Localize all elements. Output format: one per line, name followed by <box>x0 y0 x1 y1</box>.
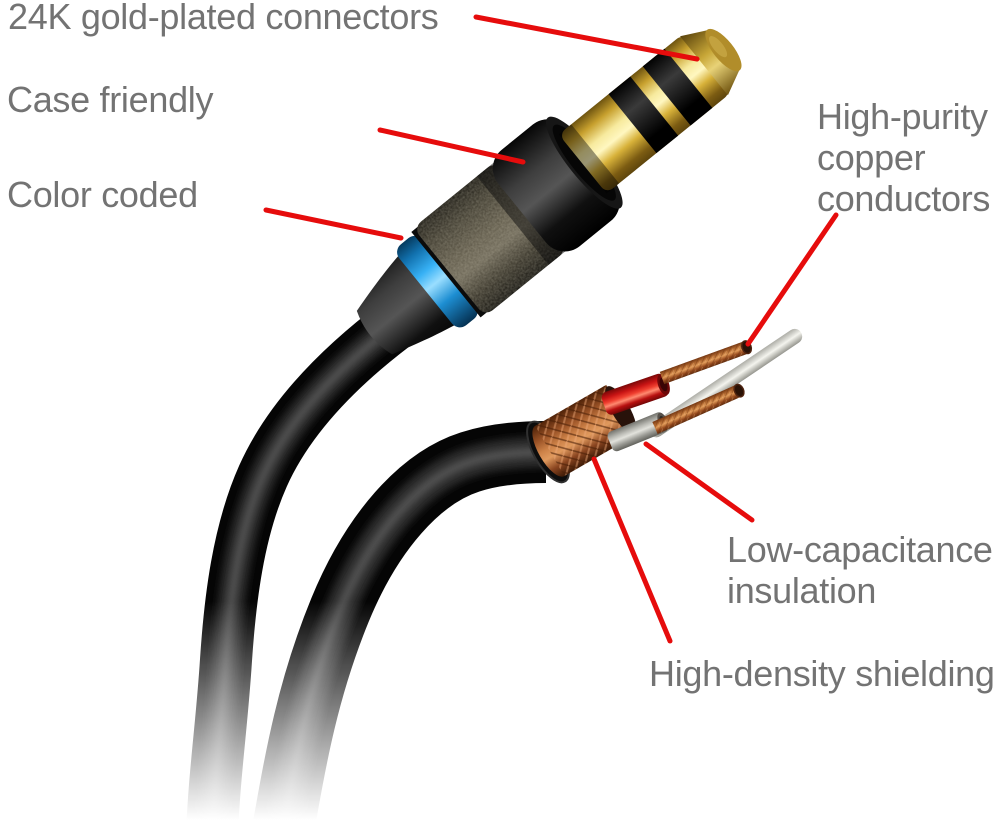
label-high-density: High-density shielding <box>649 653 995 694</box>
collar <box>492 119 620 252</box>
leader-line-high-density <box>591 456 673 644</box>
color-coded-blue-ring <box>397 235 478 328</box>
copper-conductor-upper <box>659 340 753 385</box>
leader-line-color-coded <box>263 207 404 241</box>
plug-tip-cone <box>680 29 740 96</box>
black-cable <box>186 297 547 836</box>
plug-ring-band <box>642 48 713 126</box>
label-copper-conductors: High-purity copper conductors <box>817 96 991 219</box>
cable-from-connector <box>186 297 420 836</box>
leader-line-gold-connectors <box>473 14 700 62</box>
label-case-friendly: Case friendly <box>7 79 214 120</box>
copper-conductor-lower <box>652 383 745 434</box>
leader-line-copper-conductors <box>745 212 839 347</box>
strain-relief <box>356 249 462 355</box>
stripped-cable-jacket <box>251 421 547 836</box>
red-insulated-wire <box>601 373 670 415</box>
stripped-cable <box>526 328 803 484</box>
label-color-coded: Color coded <box>7 174 198 215</box>
label-low-capacitance: Low-capacitance insulation <box>727 529 993 611</box>
connector-body <box>356 28 742 355</box>
plug-ring-band <box>608 76 679 154</box>
leader-line-low-capacitance <box>643 441 755 523</box>
label-gold-plated-connectors: 24K gold-plated connectors <box>8 0 439 37</box>
leader-line-case-friendly <box>377 127 526 165</box>
gold-plated-plug <box>558 28 742 194</box>
leader-lines <box>263 14 839 644</box>
